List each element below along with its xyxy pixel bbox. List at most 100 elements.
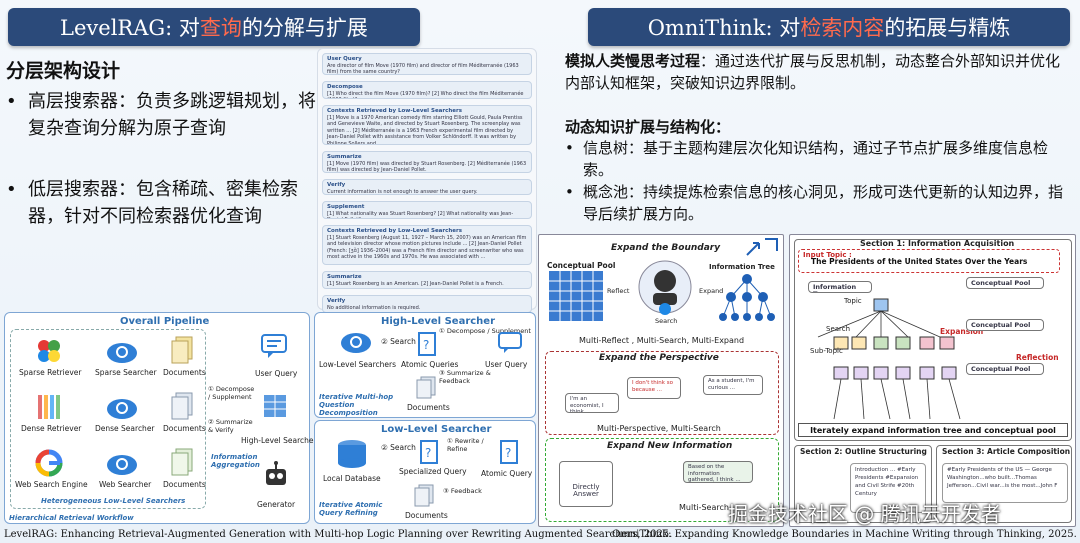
right-header: OmniThink: 对检索内容的拓展与精炼: [588, 8, 1070, 46]
pipeline-title: Overall Pipeline: [120, 316, 210, 327]
conceptual-pool-label: Conceptual Pool: [547, 261, 616, 270]
iter-caption: Iterately expand information tree and co…: [798, 423, 1068, 437]
cloud-search-icon: [107, 399, 137, 419]
trace-card-body: [1] Move (1970 film) was directed by Stu…: [327, 160, 527, 173]
high-level-label: High-Level Searcher: [241, 436, 317, 445]
boundary-arrows-icon: [746, 238, 778, 256]
hl-documents-label: Documents: [407, 403, 450, 412]
dense-retriever-label: Dense Retriever: [21, 424, 82, 433]
web-engine-label: Web Search Engine: [15, 480, 88, 489]
tree-search-label: Search: [826, 325, 851, 333]
svg-text:?: ?: [423, 338, 429, 352]
trace-card-body: [1] Who direct the film Move (1970 film)…: [327, 90, 524, 99]
right-header-highlight: 检索内容: [800, 16, 885, 40]
student-bubble: As a student, I'm curious ...: [703, 375, 763, 395]
cloud-search-icon: [107, 343, 137, 363]
multi-perspective-label: Multi-Perspective, Multi-Search: [597, 424, 721, 433]
workflow-caption: Hierarchical Retrieval Workflow: [9, 514, 134, 522]
hl-atomic-label: Atomic Queries: [401, 360, 459, 369]
cpool-chip-3: Conceptual Pool: [966, 363, 1044, 375]
documents-label-2: Documents: [163, 424, 206, 433]
left-footer-citation: LevelRAG: Enhancing Retrieval-Augmented …: [4, 529, 673, 540]
right-paragraph-1-text: ：通过迭代扩展与反思机制，动态整合外部知识并优化内部认知框架，突破知识边界限制。: [565, 52, 1061, 92]
hl-search-label: ② Search: [381, 337, 416, 346]
sparse-retriever-label: Sparse Retriever: [19, 368, 82, 377]
topic-tree: [817, 298, 961, 420]
reflect-label: Reflect: [607, 287, 630, 295]
conceptual-pool-grid: [549, 271, 603, 321]
information-tree-icon: [719, 274, 775, 321]
trace-card-body: Are director of film Move (1970 film) an…: [327, 62, 519, 75]
right-paragraph-1: 模拟人类慢思考过程：通过迭代扩展与反思机制，动态整合外部知识并优化内部认知框架，…: [565, 50, 1073, 94]
hl-user-query-label: User Query: [485, 360, 528, 369]
left-bullet-1: •高层搜索器：负责多跳逻辑规划，将复杂查询分解为原子查询: [6, 88, 318, 142]
search-label: Search: [655, 317, 678, 325]
article-text: #Early Presidents of the US — George Was…: [942, 463, 1068, 503]
web-searcher-label: Web Searcher: [99, 480, 152, 489]
trace-card-body: Current information is not enough to ans…: [327, 188, 478, 195]
ll-feedback-label: ③ Feedback: [443, 487, 482, 495]
right-heading-1: 模拟人类慢思考过程: [565, 52, 701, 70]
expand-perspective-title: Expand the Perspective: [599, 353, 719, 363]
left-header: LevelRAG: 对查询的分解与扩展: [8, 8, 420, 46]
trace-card-title: Decompose: [327, 84, 363, 90]
cloud-search-icon: [107, 455, 137, 475]
multi-search-label: Multi-Search: [679, 503, 729, 512]
documents-icon: [416, 376, 436, 399]
documents-icon: [171, 336, 193, 364]
high-level-searcher-icon: [264, 395, 286, 417]
trace-card-body: [1] What nationality was Stuart Rosenber…: [327, 210, 514, 219]
sec2-title: Section 2: Outline Structuring: [800, 447, 927, 456]
sparse-searcher-label: Sparse Searcher: [95, 368, 157, 377]
low-level-title: Low-Level Searcher: [381, 424, 492, 435]
right-heading-2: 动态知识扩展与结构化：: [565, 118, 731, 136]
trace-card-title: Verify: [327, 182, 346, 188]
low-level-panel: Low-Level Searcher Local Database ② Sear…: [314, 420, 536, 524]
omni-right-figure: Section 1: Information Acquisition Input…: [789, 234, 1076, 527]
left-bullet-2: •低层搜索器：包含稀疏、密集检索器，针对不同检索器优化查询: [6, 176, 318, 230]
cpool-chip-2: Conceptual Pool: [966, 319, 1044, 331]
reflection-label: Reflection: [1016, 353, 1059, 362]
trace-card-title: Verify: [327, 298, 346, 304]
right-bullet-1: •信息树：基于主题构建层次化知识结构，通过子节点扩展多维度信息检索。: [565, 137, 1073, 181]
documents-icon: [414, 484, 434, 507]
documents-icon: [171, 448, 193, 476]
chat-icon: [261, 334, 287, 358]
left-section-title: 分层架构设计: [6, 60, 121, 82]
dense-retriever-icon: [38, 395, 60, 419]
trace-card-body: [1] Move is a 1970 American comedy film …: [327, 114, 523, 145]
sec1-title: Section 1: Information Acquisition: [860, 239, 1015, 248]
sec3-title: Section 3: Article Composition: [942, 447, 1071, 456]
input-topic-box: Input Topic :The Presidents of the Unite…: [798, 249, 1060, 273]
trace-card-body: [1] Stuart Rosenberg (August 11, 1927 – …: [327, 234, 527, 261]
based-on-bubble: Based on the information gathered, I thi…: [683, 461, 753, 483]
left-header-prefix: LevelRAG: 对: [60, 16, 200, 40]
svg-text:?: ?: [425, 446, 431, 460]
ll-documents-label: Documents: [405, 511, 448, 520]
trace-card-title: Supplement: [327, 204, 365, 210]
trace-card-title: User Query: [327, 56, 362, 62]
trace-card-title: Summarize: [327, 274, 362, 280]
left-header-suffix: 的分解与扩展: [241, 16, 368, 40]
documents-icon: [171, 392, 193, 420]
hetero-caption: Heterogeneous Low-Level Searchers: [41, 497, 186, 505]
hl-decompose-label: ① Decompose / Supplement: [439, 327, 531, 335]
ll-caption: Iterative Atomic Query Refining: [319, 501, 383, 517]
google-icon: [35, 449, 63, 477]
atomic-queries-icon: ?: [418, 332, 436, 356]
trace-card: Contexts Retrieved by Low-Level Searcher…: [322, 225, 532, 265]
expand-boundary-title: Expand the Boundary: [611, 243, 721, 253]
high-level-panel: High-Level Searcher Low-Level Searchers …: [314, 312, 536, 418]
trace-card-title: Contexts Retrieved by Low-Level Searcher…: [327, 108, 462, 114]
summarize-label: ② Summarize & Verify: [208, 418, 253, 434]
right-bullet-1-text: 信息树：基于主题构建层次化知识结构，通过子节点扩展多维度信息检索。: [583, 139, 1049, 179]
specialized-query-icon: ?: [420, 440, 438, 464]
robot-icon: [266, 461, 286, 485]
right-bullet-2-text: 概念池：持续提炼检索信息的核心洞见，形成可迭代更新的认知边界，指导后续扩展方向。: [583, 183, 1064, 223]
info-tree-chip: Information Tree: [808, 281, 872, 293]
right-header-prefix: OmniThink: 对: [647, 16, 801, 40]
hetero-box: [10, 329, 206, 509]
right-footer-citation: OmniThink: Expanding Knowledge Boundarie…: [612, 529, 1077, 540]
